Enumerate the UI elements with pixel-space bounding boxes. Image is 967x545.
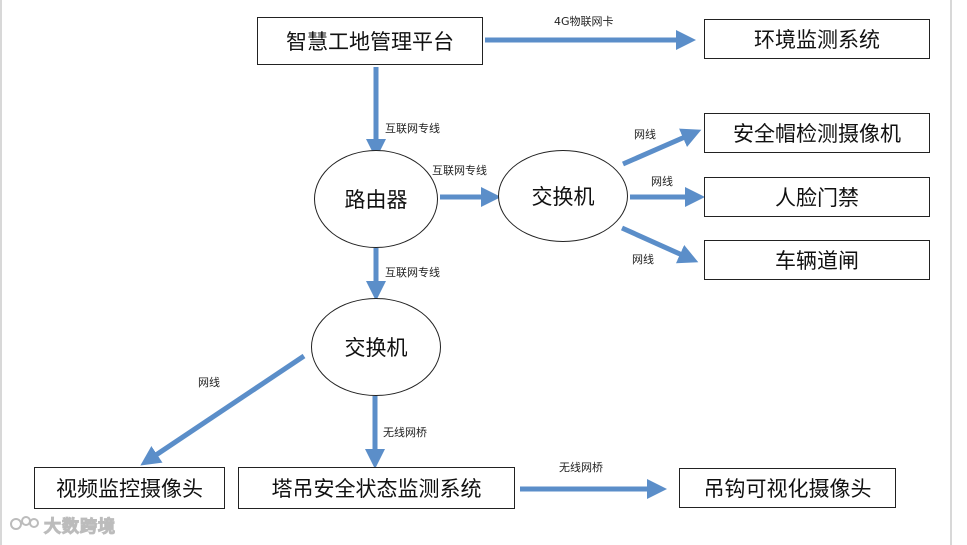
node-gate: 车辆道闸 xyxy=(704,240,930,280)
label-switch2-crane: 无线网桥 xyxy=(383,426,427,439)
edge-switch1-gate xyxy=(620,225,699,264)
node-platform: 智慧工地管理平台 xyxy=(257,17,483,65)
label-platform-env: 4G物联网卡 xyxy=(554,15,614,28)
node-helmet: 安全帽检测摄像机 xyxy=(704,113,930,153)
node-crane: 塔吊安全状态监测系统 xyxy=(238,467,515,509)
node-hook: 吊钩可视化摄像头 xyxy=(679,468,896,508)
edge-switch2-video xyxy=(140,353,306,466)
label-router-switch2: 互联网专线 xyxy=(385,266,440,279)
label-crane-hook: 无线网桥 xyxy=(559,461,603,474)
label-switch2-video: 网线 xyxy=(198,376,220,389)
node-router: 路由器 xyxy=(314,150,438,248)
left-border xyxy=(0,0,2,545)
node-switch2: 交换机 xyxy=(311,298,441,396)
right-border xyxy=(950,0,952,545)
edge-switch1-helmet xyxy=(621,128,702,167)
label-platform-router: 互联网专线 xyxy=(385,122,440,135)
watermark-logo-icon xyxy=(10,516,39,530)
label-switch1-helmet: 网线 xyxy=(634,128,656,141)
node-video: 视频监控摄像头 xyxy=(34,467,225,509)
node-switch1: 交换机 xyxy=(498,150,628,242)
label-router-switch1: 互联网专线 xyxy=(432,164,487,177)
label-switch1-face: 网线 xyxy=(651,175,673,188)
node-env: 环境监测系统 xyxy=(704,19,930,59)
watermark-text: 大数跨境 xyxy=(44,517,116,538)
label-switch1-gate: 网线 xyxy=(632,253,654,266)
node-face: 人脸门禁 xyxy=(704,177,930,217)
